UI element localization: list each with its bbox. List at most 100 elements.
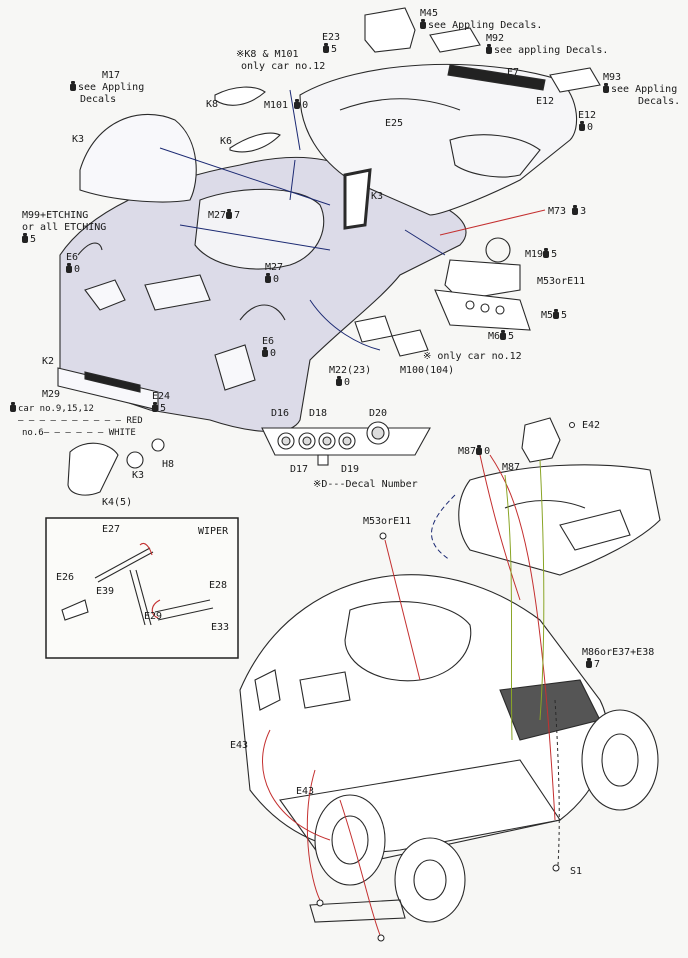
label-e24: E24 — [152, 391, 171, 402]
label-m6-text: M6 — [488, 331, 501, 342]
qty-m5-text: 5 — [561, 310, 568, 321]
label-s1: S1 — [570, 866, 583, 877]
label-k3-mid: K3 — [371, 191, 384, 202]
qty-e12-b: 0 — [579, 121, 593, 133]
label-e23: E23 — [322, 32, 341, 43]
label-d20: D20 — [369, 408, 388, 419]
paint-pot-icon — [572, 205, 579, 215]
label-e6-b: E6 — [262, 336, 275, 347]
note-m17-line2: Decals — [80, 94, 117, 105]
wiper-inset — [45, 517, 239, 659]
qty-e24: 5 — [152, 402, 167, 414]
note-only-car-12: ※ only car no.12 — [423, 351, 522, 362]
note-m93-line1: see Appling — [603, 83, 678, 95]
label-e12-b: E12 — [578, 110, 597, 121]
leader-lines — [159, 89, 546, 351]
label-e26: E26 — [56, 572, 75, 583]
paint-pot-icon — [22, 233, 28, 243]
note-m45-text: see Appling Decals. — [428, 20, 543, 31]
qty-m87-a-text: 0 — [484, 446, 491, 457]
note-k8-line2: only car no.12 — [241, 61, 326, 72]
wiper-title: WIPER — [198, 526, 229, 537]
label-e39: E39 — [96, 586, 115, 597]
label-m19-text: M19 — [525, 249, 544, 260]
label-e25: E25 — [385, 118, 404, 129]
label-e43-b: E43 — [296, 786, 315, 797]
paint-pot-icon — [543, 248, 550, 258]
lower-leader-lines — [262, 454, 560, 936]
note-m93-line2: Decals. — [638, 96, 681, 107]
qty-m19-text: 5 — [551, 249, 558, 260]
paint-pot-icon — [323, 43, 329, 53]
note-car-numbers-text: car no.9,15,12 — [18, 404, 94, 414]
upper-body-drawing — [57, 7, 601, 496]
label-e33: E33 — [211, 622, 230, 633]
note-m92-text: see appling Decals. — [494, 45, 609, 56]
label-m87-a-text: M87 — [458, 446, 477, 457]
lower-car-drawing — [239, 417, 661, 923]
label-m99-line1: M99+ETCHING — [22, 210, 89, 221]
note-m17-line1: see Appling — [70, 81, 145, 93]
label-d16: D16 — [271, 408, 290, 419]
qty-m101-text: 0 — [302, 100, 309, 111]
note-m17-line1-text: see Appling — [78, 82, 145, 93]
paint-pot-icon — [476, 445, 483, 455]
paint-pot-icon — [586, 658, 592, 668]
paint-pot-icon — [262, 347, 268, 357]
label-e7: E7 — [507, 67, 520, 78]
paint-pot-icon — [10, 402, 16, 412]
label-m100: M100(104) — [400, 365, 455, 376]
paint-pot-icon — [336, 376, 342, 386]
label-k6: K6 — [220, 136, 233, 147]
qty-e6-a-text: 0 — [74, 264, 81, 275]
label-m53-top: M53orE11 — [537, 276, 586, 287]
note-m45: see Appling Decals. — [420, 19, 543, 31]
label-k3-top: K3 — [72, 134, 85, 145]
paint-pot-icon — [486, 44, 492, 54]
label-d18: D18 — [309, 408, 328, 419]
label-e43-a: E43 — [230, 740, 249, 751]
line-white: no.6— — — — — — WHITE — [22, 428, 136, 438]
label-m101: M101 0 — [264, 99, 309, 111]
qty-e23-text: 5 — [331, 44, 338, 55]
note-m93-line1-text: see Appling — [611, 84, 678, 95]
paint-pot-icon — [226, 209, 233, 219]
paint-pot-icon — [603, 83, 609, 93]
label-e28: E28 — [209, 580, 228, 591]
note-m92: see appling Decals. — [486, 44, 609, 56]
qty-m86: 7 — [586, 658, 600, 670]
qty-e24-text: 5 — [160, 403, 167, 414]
line-red: — — — — — — — — — — RED — [18, 416, 143, 426]
label-e27: E27 — [102, 524, 121, 535]
label-m99-line2: or all ETCHING — [22, 222, 107, 233]
paint-pot-icon — [579, 121, 585, 131]
label-m73-text: M73 — [548, 206, 567, 217]
label-e12-a: E12 — [536, 96, 555, 107]
qty-m27-b-text: 0 — [273, 274, 280, 285]
label-d19: D19 — [341, 464, 360, 475]
label-m45: M45 — [420, 8, 439, 19]
label-m86: M86orE37+E38 — [582, 647, 655, 658]
paint-pot-icon — [70, 81, 76, 91]
qty-m27-b: 0 — [265, 273, 280, 285]
qty-m6-text: 5 — [508, 331, 515, 342]
paint-pot-icon — [420, 19, 426, 29]
label-h8: H8 — [162, 459, 175, 470]
qty-m99: 5 — [22, 233, 37, 245]
label-k8: K8 — [206, 99, 219, 110]
label-m22: M22(23) — [329, 365, 372, 376]
qty-e6-a: 0 — [66, 263, 81, 275]
screws — [316, 422, 575, 942]
label-m101-text: M101 — [264, 100, 289, 111]
label-m73: M73 3 — [548, 205, 586, 217]
qty-m99-text: 5 — [30, 234, 37, 245]
note-k8-line1: ※K8 & M101 — [236, 49, 299, 60]
label-white-text: WHITE — [108, 428, 136, 438]
label-m27-a-text: M27 — [208, 210, 227, 221]
label-m29: M29 — [42, 389, 61, 400]
label-m93: M93 — [603, 72, 622, 83]
paint-pot-icon — [294, 99, 301, 109]
